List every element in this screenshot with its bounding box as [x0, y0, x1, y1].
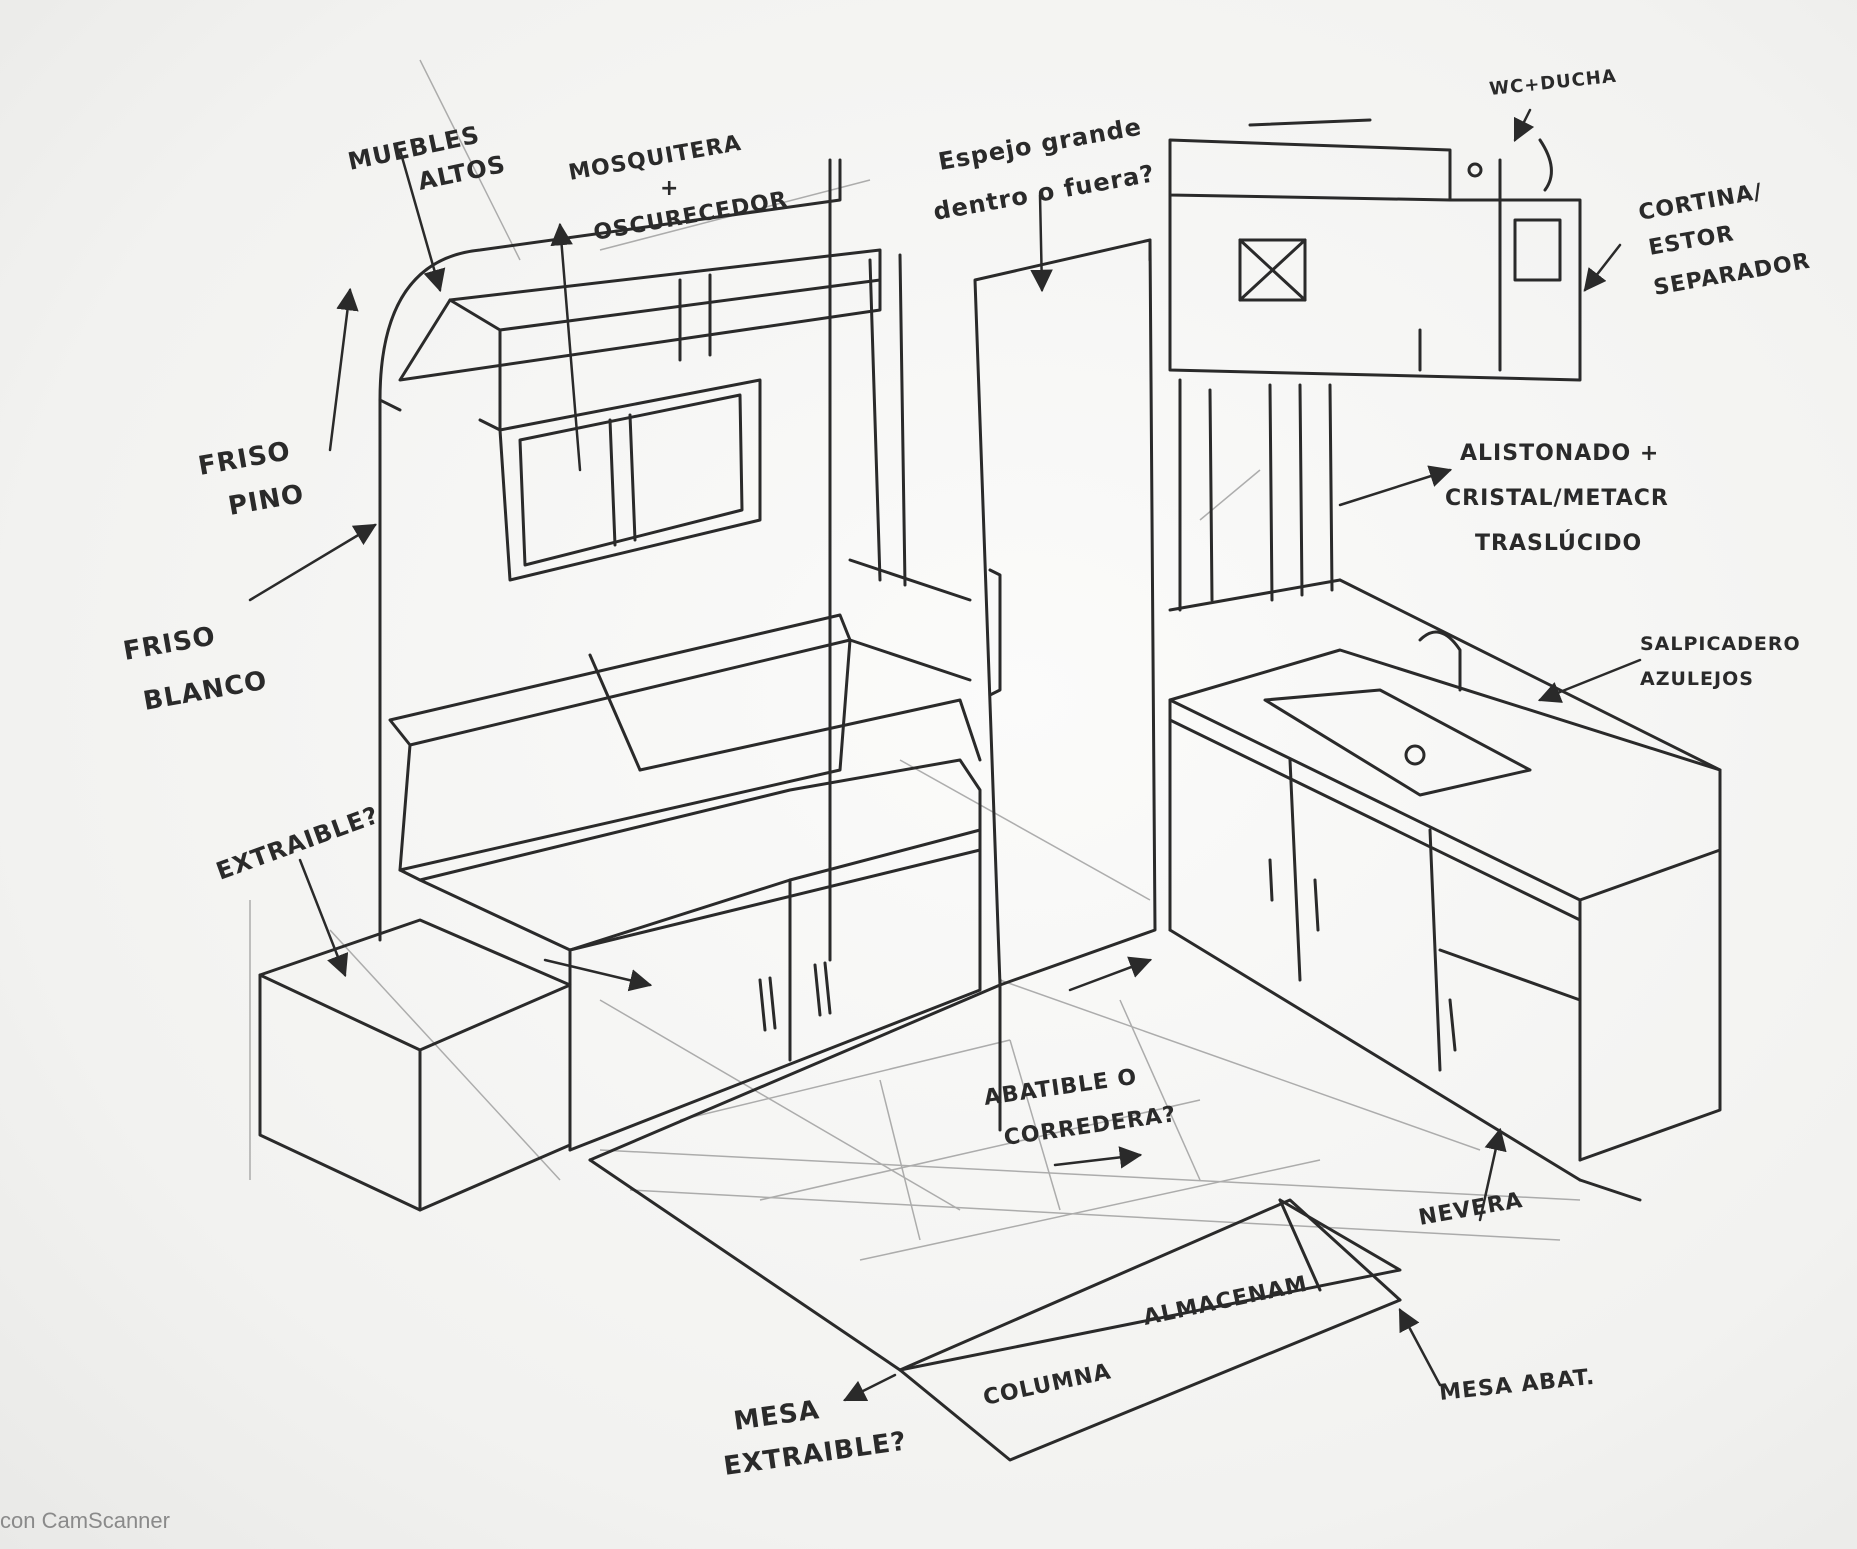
arrow-muebles-altos: [398, 148, 446, 293]
window-shape: [498, 378, 762, 582]
arrow-friso-pino: [328, 287, 359, 452]
label-friso-blanco-1: FRISO: [121, 621, 218, 667]
label-mosquitera-3: OSCURECEDOR: [592, 187, 790, 246]
label-cortina-1: CORTINA/: [1637, 180, 1765, 226]
floor-table-shape: [588, 983, 1642, 1462]
label-extraible: EXTRAIBLE?: [212, 801, 382, 886]
label-almacenam: ALMACENAM: [1141, 1272, 1310, 1331]
label-friso-blanco-2: BLANCO: [141, 666, 270, 717]
label-alistonado-3: TRASLÚCIDO: [1475, 530, 1642, 556]
label-alistonado-2: CRISTAL/METACR: [1445, 486, 1669, 511]
annotation-arrows: [248, 108, 1642, 1402]
label-friso-pino-2: PINO: [226, 479, 307, 522]
arrow-extraible: [298, 858, 349, 978]
arrow-mesa-extraible: [842, 1373, 897, 1402]
upper-cabinet-shape: [398, 248, 882, 432]
seat-cushion-right: [638, 698, 982, 772]
scanner-watermark: con CamScanner: [0, 1508, 170, 1533]
arrow-friso-blanco: [248, 523, 377, 602]
label-abatible-1: ABATIBLE O: [982, 1065, 1138, 1111]
kitchen-counter-shape: [1168, 578, 1722, 1182]
bathroom-block-shape: [1168, 118, 1582, 382]
arrow-mesa-abat: [1398, 1308, 1442, 1387]
label-salpicadero-1: SALPICADERO: [1640, 633, 1801, 655]
arrow-espejo: [1030, 193, 1053, 293]
label-columna: COLUMNA: [981, 1359, 1114, 1411]
label-wc-ducha: WC+DUCHA: [1488, 66, 1617, 100]
kitchen-slat-partition: [1168, 378, 1342, 612]
pullout-box-shape: [258, 918, 572, 1212]
arrow-pullout: [543, 958, 653, 992]
label-mesa-extraible-1: MESA: [732, 1395, 822, 1437]
arrow-salpicadero: [1537, 658, 1642, 703]
label-abatible-2: CORREDERA?: [1002, 1102, 1178, 1151]
label-friso-pino-1: FRISO: [196, 436, 293, 482]
arrow-wc: [1513, 108, 1535, 143]
bathroom-door-shape: [973, 238, 1157, 1132]
bench-seat-shape: [388, 613, 982, 1152]
arrow-door-swing: [1068, 956, 1153, 992]
label-salpicadero-2: AZULEJOS: [1640, 668, 1754, 690]
label-mesa-abat: MESA ABAT.: [1438, 1365, 1596, 1406]
arrow-cortina: [1583, 243, 1622, 292]
sink-shape: [1263, 630, 1532, 797]
arrow-corredera: [1053, 1146, 1143, 1169]
arrow-nevera: [1478, 1127, 1507, 1222]
left-wall-curve: [378, 158, 842, 942]
label-cortina-2: ESTOR: [1647, 221, 1737, 261]
label-alistonado-1: ALISTONADO +: [1460, 441, 1659, 466]
arrow-alistonado: [1338, 465, 1453, 507]
label-mosquitera-2: +: [660, 176, 679, 201]
ink-lines: [248, 108, 1722, 1462]
floor-pencil-grid: [249, 59, 1581, 1261]
label-mosquitera-1: MOSQUITERA: [567, 131, 744, 186]
arrow-mosquitera: [550, 222, 582, 472]
